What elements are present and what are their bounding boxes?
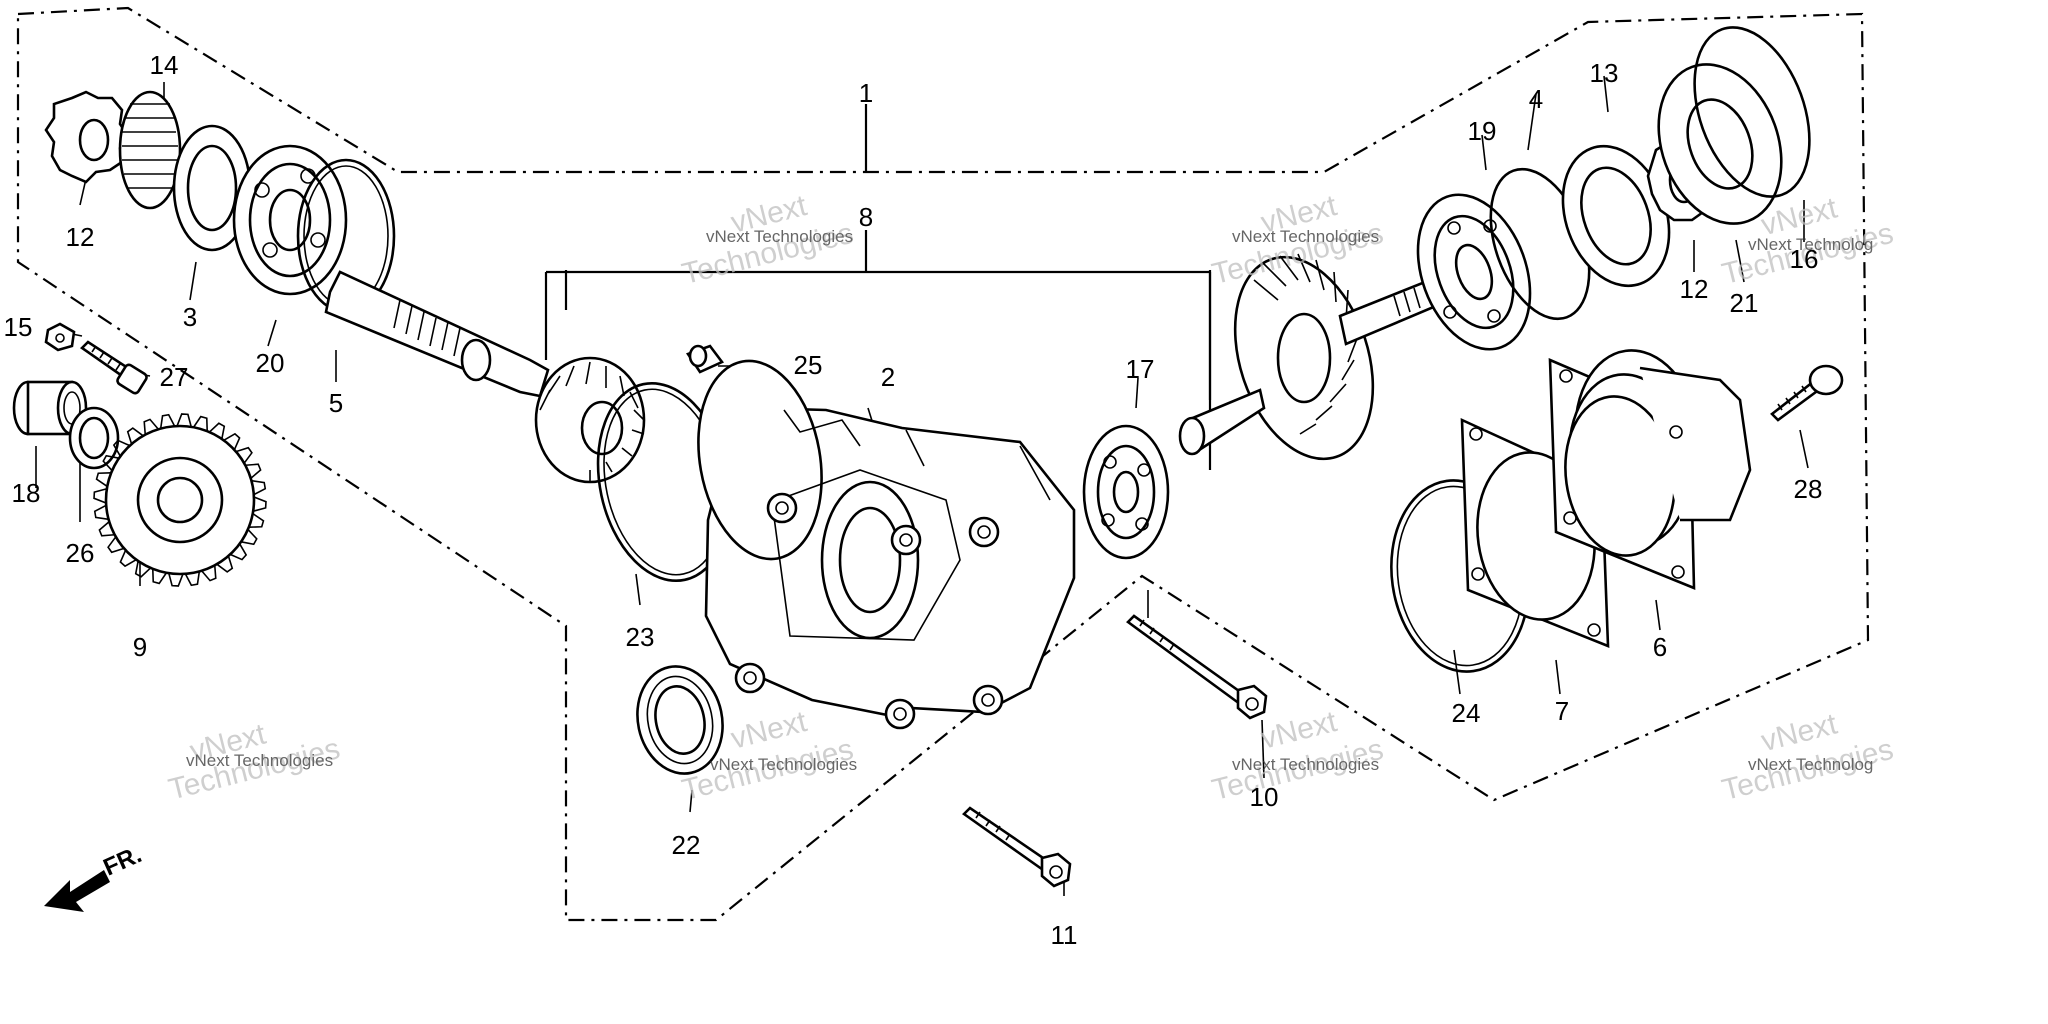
callout-22: 22 (672, 830, 701, 860)
watermark-text: vNext Technologies (1232, 755, 1379, 774)
gear-tooth (248, 512, 265, 529)
callout-7: 7 (1555, 696, 1569, 726)
flange-assembly (1390, 349, 1844, 673)
gear-tooth (252, 496, 267, 512)
callout-11: 11 (1051, 920, 1078, 950)
callout-27: 27 (160, 362, 189, 392)
gear-tooth (159, 413, 176, 429)
callout-6: 6 (1653, 632, 1667, 662)
gear-tooth (216, 555, 234, 573)
callout-13: 13 (1590, 58, 1619, 88)
gear-tooth (134, 560, 152, 578)
gear-tooth (98, 521, 115, 537)
gear-tooth (151, 568, 168, 585)
o-ring-16 (1693, 26, 1811, 198)
nut-15 (44, 322, 76, 352)
callout-10: 10 (1250, 782, 1279, 812)
gear-tooth (245, 463, 262, 479)
gear-tooth (223, 432, 241, 451)
bolt-10 (1126, 614, 1248, 706)
gear-tooth (229, 543, 248, 561)
callout-9: 9 (133, 632, 147, 662)
callout-12-left: 12 (66, 222, 95, 252)
callout-25: 25 (794, 350, 823, 380)
callout-28: 28 (1794, 474, 1823, 504)
callout-8: 8 (859, 202, 873, 232)
callout-16: 16 (1790, 244, 1819, 274)
front-arrow-icon (44, 870, 110, 912)
watermark-text: vNext Technologies (1232, 227, 1379, 246)
gear-tooth (208, 422, 226, 440)
left-shaft-assembly (44, 90, 646, 484)
callout-17: 17 (1126, 354, 1155, 384)
callout-19: 19 (1468, 116, 1497, 146)
callout-24: 24 (1452, 698, 1481, 728)
gear-tooth (95, 471, 112, 488)
gear-tooth (119, 549, 137, 568)
watermark-text: vNext Technolog (1748, 235, 1873, 254)
gear-tooth (176, 413, 192, 428)
pinion-shaft (324, 270, 550, 398)
gear-tooth (93, 488, 108, 504)
gear-tooth (251, 479, 267, 496)
gear-tooth (240, 528, 258, 546)
gear-tooth (143, 418, 159, 435)
callout-2: 2 (881, 362, 895, 392)
callout-12-right: 12 (1680, 274, 1709, 304)
gear-tooth (235, 446, 253, 464)
gear-tooth (93, 504, 109, 521)
front-direction-indicator: FR. (44, 841, 146, 912)
callout-5: 5 (329, 388, 343, 418)
threaded-ring-14 (118, 90, 182, 210)
callout-15: 15 (4, 312, 33, 342)
right-shaft-assembly (1178, 26, 1811, 461)
callout-1: 1 (859, 78, 873, 108)
gear-tooth (192, 415, 209, 432)
callout-4: 4 (1529, 84, 1543, 114)
callout-3: 3 (183, 302, 197, 332)
gear-tooth (107, 536, 125, 554)
callout-18: 18 (12, 478, 41, 508)
callout-20: 20 (256, 348, 285, 378)
gear-tooth (201, 565, 217, 582)
gear-tooth (112, 439, 131, 457)
watermark-text: vNext Technolog (1748, 755, 1873, 774)
watermark-text: vNext Technologies (706, 227, 853, 246)
callout-labels: 1 2 3 4 5 6 7 8 9 10 11 12 12 13 14 15 1… (4, 50, 1823, 950)
gear-tooth (168, 572, 184, 587)
gear-tooth (126, 427, 144, 445)
housing-assembly (596, 344, 1170, 775)
gear-tooth (102, 454, 120, 472)
gear-tooth (184, 571, 201, 587)
bolts-lower (961, 614, 1268, 888)
watermark-text: vNext Technologies (710, 755, 857, 774)
small-parts-left (12, 322, 267, 587)
callout-21: 21 (1730, 288, 1759, 318)
watermark-text: vNext Technologies (186, 751, 333, 770)
callout-26: 26 (66, 538, 95, 568)
callout-23: 23 (626, 622, 655, 652)
callout-14: 14 (150, 50, 179, 80)
